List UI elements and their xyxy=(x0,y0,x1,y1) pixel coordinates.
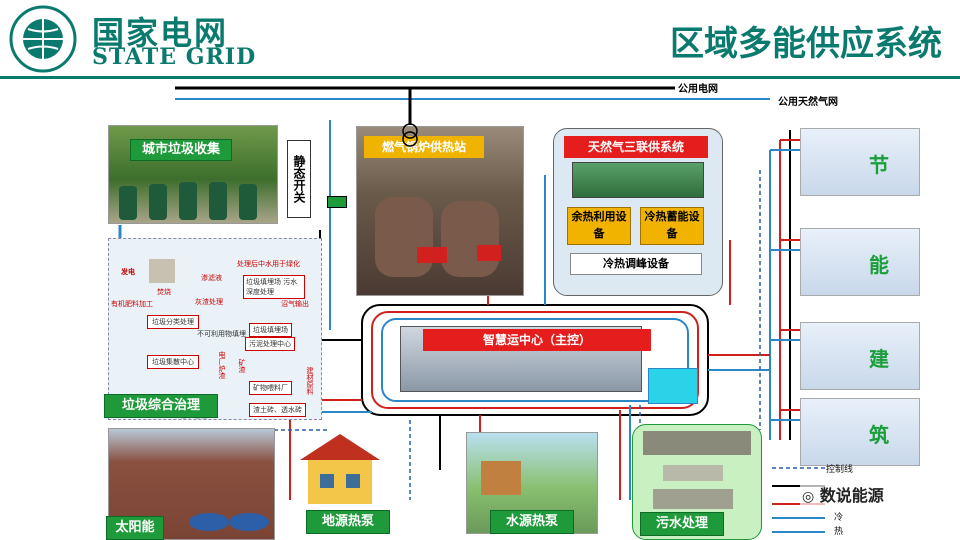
legend-heat: 热 xyxy=(834,527,844,537)
wechat-icon: ◎ xyxy=(802,489,815,505)
logo-chinese-text: 国家电网 xyxy=(92,14,229,52)
cold-storage-device: 冷热蓄能设备 xyxy=(640,207,704,245)
transformer-icon xyxy=(402,123,418,147)
building-4: 筑 xyxy=(800,398,920,466)
static-switch: 静态开关 xyxy=(287,140,311,218)
waste-fenlei: 垃圾分类处理 xyxy=(147,315,199,329)
waste-tianduo: 渣土砖、透水砖 xyxy=(249,403,306,417)
waste-huifen: 灰渣处理 xyxy=(195,298,223,306)
control-center-label: 智慧运中心（主控） xyxy=(423,329,651,351)
waste-duiliao: 垃圾填埋场 污水深度处理 xyxy=(243,275,305,299)
ground-pump-label: 地源热泵 xyxy=(306,510,390,534)
control-screen xyxy=(648,368,698,404)
waste-diangong: 电厂炉渣 xyxy=(218,351,226,379)
public-gas-label: 公用天然气网 xyxy=(778,97,838,108)
boiler-station-label: 燃气锅炉供热站 xyxy=(364,136,484,158)
waste-treatment-panel: 发电 焚烧 有机肥料加工 垃圾分类处理 垃圾集散中心 处理后中水用于绿化 渗滤液… xyxy=(108,238,322,420)
legend-cold: 冷 xyxy=(834,513,844,523)
watermark-text: 数说能源 xyxy=(819,486,884,505)
waste-jianzhu: 建材原料 xyxy=(306,367,314,395)
waste-kuangzhao: 矿物喂料厂 xyxy=(249,381,292,395)
waste-fadian: 发电 xyxy=(121,268,135,276)
solar-label: 太阳能 xyxy=(106,516,164,540)
sewage-label: 污水处理 xyxy=(640,512,724,536)
gas-triple-label: 天然气三联供系统 xyxy=(564,136,708,158)
waste-wuni: 污泥处理中心 xyxy=(245,337,295,351)
waste-youji: 有机肥料加工 xyxy=(111,300,153,308)
building-3: 建 xyxy=(800,322,920,390)
header-divider xyxy=(0,76,960,79)
peak-shaving-device: 冷热调峰设备 xyxy=(570,253,702,275)
building-1: 节 xyxy=(800,128,920,196)
waste-heat-device: 余热利用设备 xyxy=(567,207,631,245)
waste-bukeli: 不可利用物填埋 xyxy=(197,330,246,338)
side-char-jie: 节 xyxy=(869,153,889,177)
side-char-zhu: 筑 xyxy=(869,423,889,447)
waste-treatment-label: 垃圾综合治理 xyxy=(104,394,218,418)
page-title: 区域多能供应系统 xyxy=(670,24,942,64)
state-grid-logo-icon xyxy=(9,5,77,73)
watermark: ◎ 数说能源 xyxy=(800,482,886,506)
waste-shenlv: 渗滤液 xyxy=(201,274,222,282)
waste-kuangzha: 矿渣 xyxy=(238,359,246,373)
switch-indicator xyxy=(327,196,347,208)
waste-fenshao: 焚烧 xyxy=(157,288,171,296)
logo-english-text: STATE GRID xyxy=(92,44,257,70)
waste-zhaoqi: 沼气输出 xyxy=(281,300,309,308)
side-char-jian: 建 xyxy=(869,347,889,371)
building-2: 能 xyxy=(800,228,920,296)
waste-note-top: 处理后中水用于绿化 xyxy=(237,260,300,268)
legend-control: 控制线 xyxy=(826,465,854,475)
waste-jisan: 垃圾集散中心 xyxy=(147,355,199,369)
waste-tianmai: 垃圾填埋场 xyxy=(249,323,292,337)
public-grid-label: 公用电网 xyxy=(678,84,718,95)
side-char-neng: 能 xyxy=(869,253,889,277)
gas-generator-image xyxy=(572,162,704,198)
incinerator-icon xyxy=(149,259,175,283)
waste-collection-label: 城市垃圾收集 xyxy=(130,139,232,161)
water-pump-label: 水源热泵 xyxy=(490,510,574,534)
house-icon xyxy=(300,434,380,504)
